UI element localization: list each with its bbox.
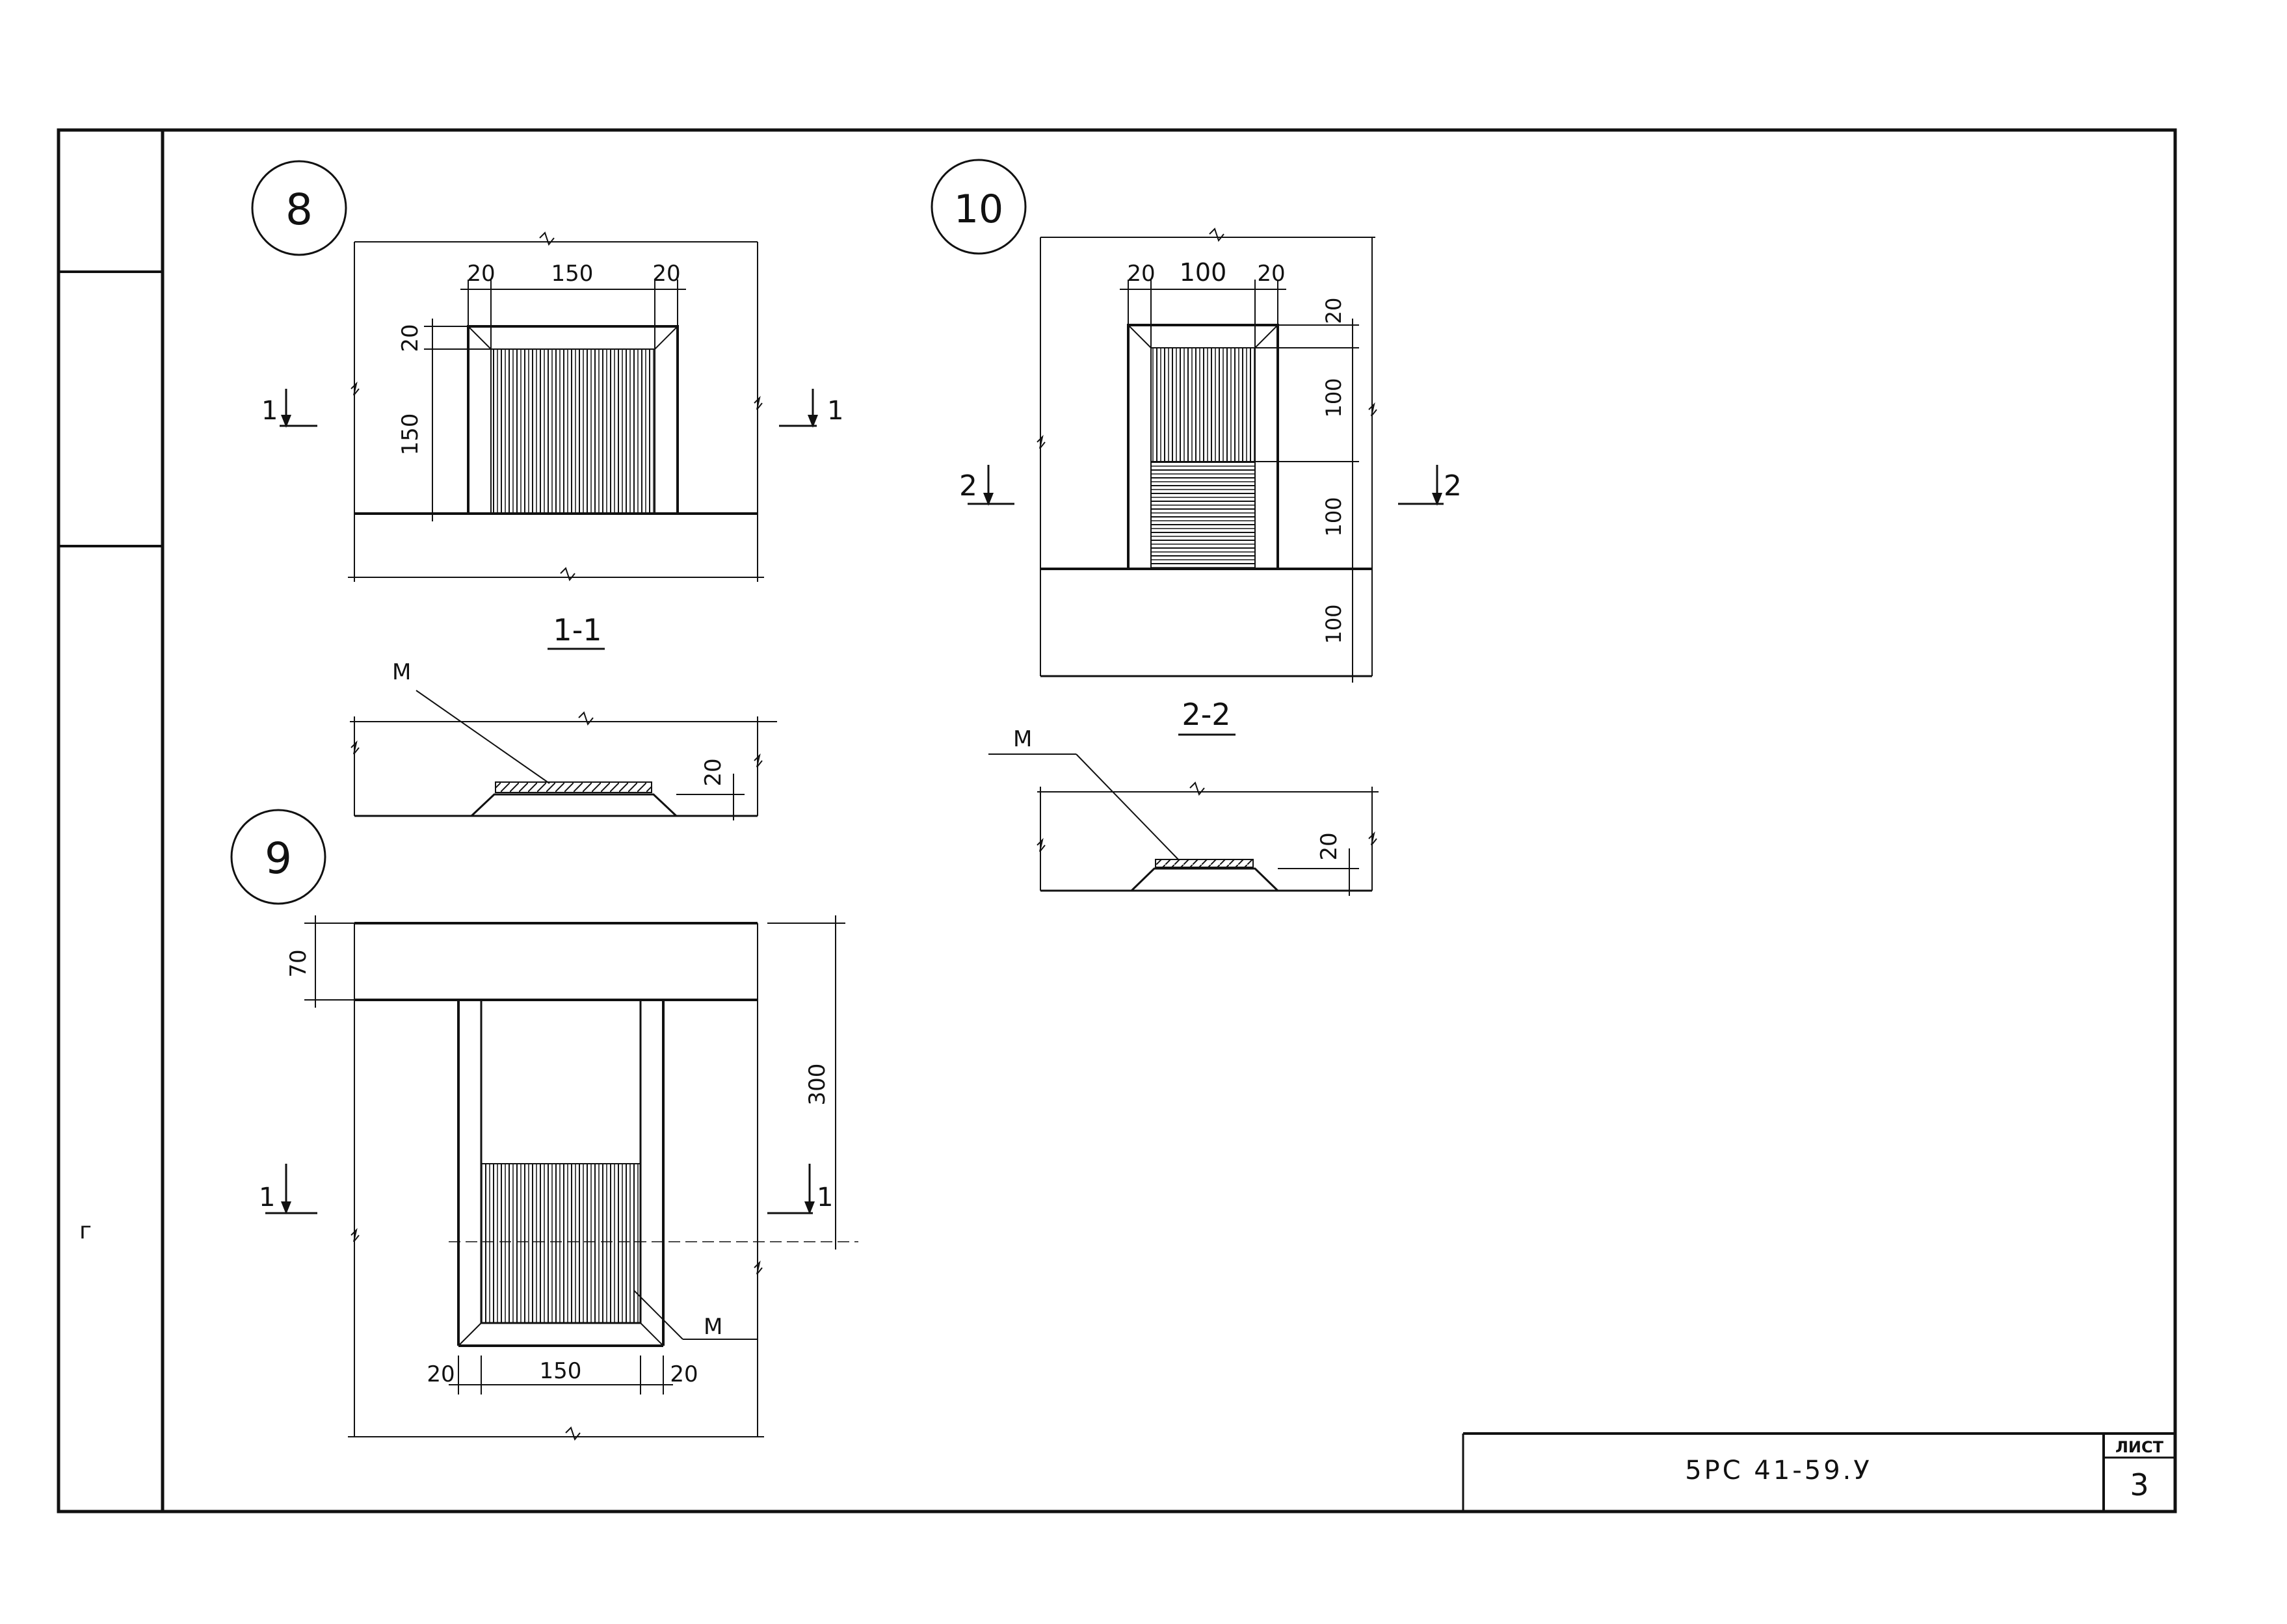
detail-10-section-2-2: [988, 753, 1379, 896]
detail-9-section-mark-left-label: 1: [259, 1183, 275, 1212]
margin-note: г: [79, 1218, 92, 1244]
sheet-number: 3: [2130, 1467, 2148, 1502]
detail-9-marker: [230, 809, 326, 905]
detail-10-dim-side-4: 100: [1321, 604, 1346, 644]
detail-10-section-material: M: [1013, 726, 1032, 752]
detail-10-dim-side-3: 100: [1321, 497, 1346, 536]
title-block: [1462, 1432, 2175, 1512]
detail-9-material: M: [704, 1314, 722, 1340]
detail-10-dim-top-1: 20: [1127, 261, 1155, 287]
detail-8-section-mark-left-label: 1: [261, 396, 278, 426]
detail-9-dim-bottom-1: 20: [427, 1361, 455, 1387]
sheet-frame: [57, 128, 2177, 1513]
detail-8-section-dim: 20: [700, 758, 726, 786]
detail-9-dim-bottom-3: 20: [670, 1361, 698, 1387]
detail-10-section-title: 2-2: [1182, 697, 1230, 732]
detail-10-dim-side-1: 20: [1321, 298, 1346, 324]
detail-9-section-mark-left: [265, 1164, 317, 1214]
detail-8: 8: [251, 160, 843, 820]
detail-9-dimension-lines: [304, 915, 845, 1395]
detail-8-dimension-lines: [424, 280, 686, 521]
detail-10-dimension-lines: [1120, 280, 1359, 683]
detail-10-section-mark-left-label: 2: [959, 469, 977, 503]
detail-10-section-dim: 20: [1316, 832, 1342, 860]
detail-8-dim-1: 20: [467, 261, 495, 287]
detail-8-elevation: [348, 231, 764, 582]
detail-10-marker: [931, 159, 1027, 255]
detail-10-dim-top-2: 100: [1180, 258, 1227, 287]
sheet-label: ЛИСТ: [2115, 1438, 2164, 1456]
detail-10-dim-side-2: 100: [1321, 378, 1346, 417]
detail-8-dim-5: 150: [397, 413, 423, 456]
detail-8-section-mark-right-label: 1: [827, 396, 843, 426]
detail-8-dim-2: 150: [551, 261, 594, 287]
detail-9-number: 9: [265, 833, 292, 884]
detail-10-number: 10: [954, 187, 1003, 232]
detail-10-section-mark-left: [968, 465, 1014, 506]
detail-8-number: 8: [285, 185, 313, 235]
detail-8-section-mark-left: [280, 389, 317, 428]
detail-9-dim-70: 70: [285, 949, 311, 977]
detail-10-section-mark-right: [1398, 465, 1444, 506]
detail-8-section-1-1: [350, 690, 777, 820]
detail-9-section-mark-right-label: 1: [817, 1183, 833, 1212]
detail-9: 9 M: [230, 809, 858, 1441]
detail-9-plan: [348, 922, 858, 1441]
detail-8-marker: [251, 160, 347, 256]
detail-10-elevation: [1037, 228, 1377, 677]
detail-8-section-material: M: [392, 659, 411, 685]
detail-8-section-mark-right: [779, 389, 818, 428]
detail-8-dim-3: 20: [652, 261, 680, 287]
detail-9-dim-300: 300: [804, 1064, 830, 1106]
detail-9-dim-bottom-2: 150: [540, 1358, 582, 1384]
detail-10: 10 20 100: [931, 159, 1462, 896]
detail-9-section-mark-right: [767, 1164, 815, 1214]
detail-10-section-mark-right-label: 2: [1444, 469, 1462, 503]
detail-10-dim-top-3: 20: [1257, 261, 1285, 287]
drawing-code: 5PC 41-59.У: [1685, 1456, 1872, 1486]
detail-8-section-title: 1-1: [553, 612, 601, 648]
detail-8-dim-4: 20: [397, 324, 423, 352]
